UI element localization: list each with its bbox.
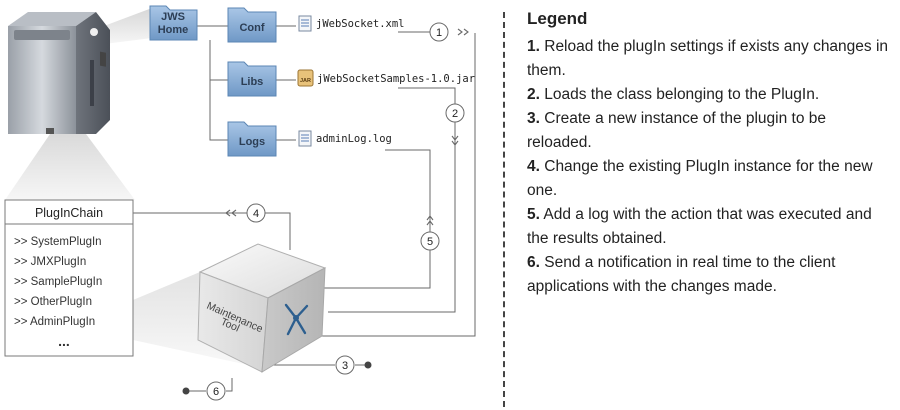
- server-beam-to-chain: [5, 134, 135, 200]
- folder-conf-label: Conf: [239, 22, 264, 34]
- folder-libs-label: Libs: [241, 76, 264, 88]
- step-marker-2: 2: [445, 103, 465, 123]
- flow-line-6: [226, 378, 233, 392]
- plugin-chain-panel: PlugInChain >> SystemPlugIn >> JMXPlugIn…: [4, 199, 134, 357]
- arrow-4: [225, 209, 231, 217]
- legend-separator: [503, 12, 505, 407]
- plugin-item-system[interactable]: >> SystemPlugIn: [14, 236, 102, 248]
- libs-file-name[interactable]: jWebSocketSamples-1.0.jar: [317, 73, 475, 85]
- step-marker-1: 1: [429, 22, 449, 42]
- legend-item-5: 5. Add a log with the action that was ex…: [527, 203, 892, 251]
- step-5-label: 5: [427, 236, 433, 248]
- plugin-chain-ellipsis: ...: [58, 333, 70, 349]
- legend-item-6: 6. Send a notification in real time to t…: [527, 251, 892, 299]
- folder-jws-home-label-2: Home: [158, 24, 189, 36]
- legend-item-6-number: 6.: [527, 254, 540, 271]
- flow-line-5-down: [318, 250, 431, 289]
- step-6-endpoint-dot: [182, 387, 190, 395]
- step-3-endpoint-dot: [364, 361, 372, 369]
- legend-item-2-number: 2.: [527, 86, 540, 103]
- step-marker-3: 3: [335, 355, 355, 375]
- step-1-label: 1: [436, 27, 442, 39]
- legend-panel: Legend 1. Reload the plugIn settings if …: [527, 8, 892, 299]
- legend-item-5-number: 5.: [527, 206, 540, 223]
- folder-jws-home-label-1: JWS: [161, 11, 185, 23]
- legend-item-3-number: 3.: [527, 110, 540, 127]
- tree-connectors: [197, 25, 296, 141]
- plugin-item-sample[interactable]: >> SamplePlugIn: [14, 276, 102, 288]
- step-4-label: 4: [253, 208, 259, 220]
- flow-line-2: [398, 87, 456, 104]
- jar-file-icon: JAR: [297, 69, 314, 87]
- legend-item-1-number: 1.: [527, 38, 540, 55]
- arrow-1: [457, 28, 463, 36]
- arrow-2: [451, 135, 459, 141]
- legend-item-3-text: Create a new instance of the plugin to b…: [527, 110, 827, 151]
- plugin-item-admin[interactable]: >> AdminPlugIn: [14, 316, 95, 328]
- arrowheads: [225, 28, 469, 226]
- logs-file-name[interactable]: adminLog.log: [316, 133, 392, 145]
- conf-file-name[interactable]: jWebSocket.xml: [316, 18, 405, 30]
- legend-item-3: 3. Create a new instance of the plugin t…: [527, 107, 892, 155]
- plugin-chain-title: PlugInChain: [35, 206, 103, 220]
- maintenance-tool-box[interactable]: Maintenance Tool: [197, 243, 327, 373]
- legend-item-4-text: Change the existing PlugIn instance for …: [527, 158, 873, 199]
- xml-file-icon: [298, 15, 312, 32]
- step-marker-5: 5: [420, 231, 440, 251]
- legend-item-5-text: Add a log with the action that was execu…: [527, 206, 872, 247]
- folder-conf[interactable]: Conf: [227, 7, 277, 43]
- step-2-label: 2: [452, 108, 458, 120]
- step-marker-4: 4: [246, 203, 266, 223]
- step-3-label: 3: [342, 360, 348, 372]
- legend-item-2-text: Loads the class belonging to the PlugIn.: [539, 86, 820, 103]
- legend-item-1-text: Reload the plugIn settings if exists any…: [527, 38, 889, 79]
- step-marker-6: 6: [206, 381, 226, 401]
- flow-line-4: [262, 212, 291, 250]
- log-file-icon: [298, 130, 312, 147]
- folder-logs-label: Logs: [239, 136, 265, 148]
- flow-line-5: [385, 149, 431, 232]
- step-6-label: 6: [213, 386, 219, 398]
- arrow-5: [426, 215, 434, 221]
- plugin-item-other[interactable]: >> OtherPlugIn: [14, 296, 92, 308]
- legend-item-4: 4. Change the existing PlugIn instance f…: [527, 155, 892, 203]
- folder-jws-home[interactable]: JWS Home: [149, 5, 198, 41]
- legend-title: Legend: [527, 9, 588, 28]
- jwebsocket-logo-icon: [284, 303, 309, 336]
- flow-line-1-return: [322, 33, 476, 337]
- legend-item-1: 1. Reload the plugIn settings if exists …: [527, 35, 892, 83]
- legend-item-2: 2. Loads the class belonging to the Plug…: [527, 83, 892, 107]
- folder-libs[interactable]: Libs: [227, 61, 277, 97]
- legend-item-6-text: Send a notification in real time to the …: [527, 254, 836, 295]
- server-icon: [8, 12, 110, 134]
- jar-badge: JAR: [300, 78, 311, 84]
- legend-item-4-number: 4.: [527, 158, 540, 175]
- plugin-item-jmx[interactable]: >> JMXPlugIn: [14, 256, 86, 268]
- server-beam-to-home: [104, 8, 152, 44]
- folder-logs[interactable]: Logs: [227, 121, 277, 157]
- flow-line-2-down: [328, 122, 456, 313]
